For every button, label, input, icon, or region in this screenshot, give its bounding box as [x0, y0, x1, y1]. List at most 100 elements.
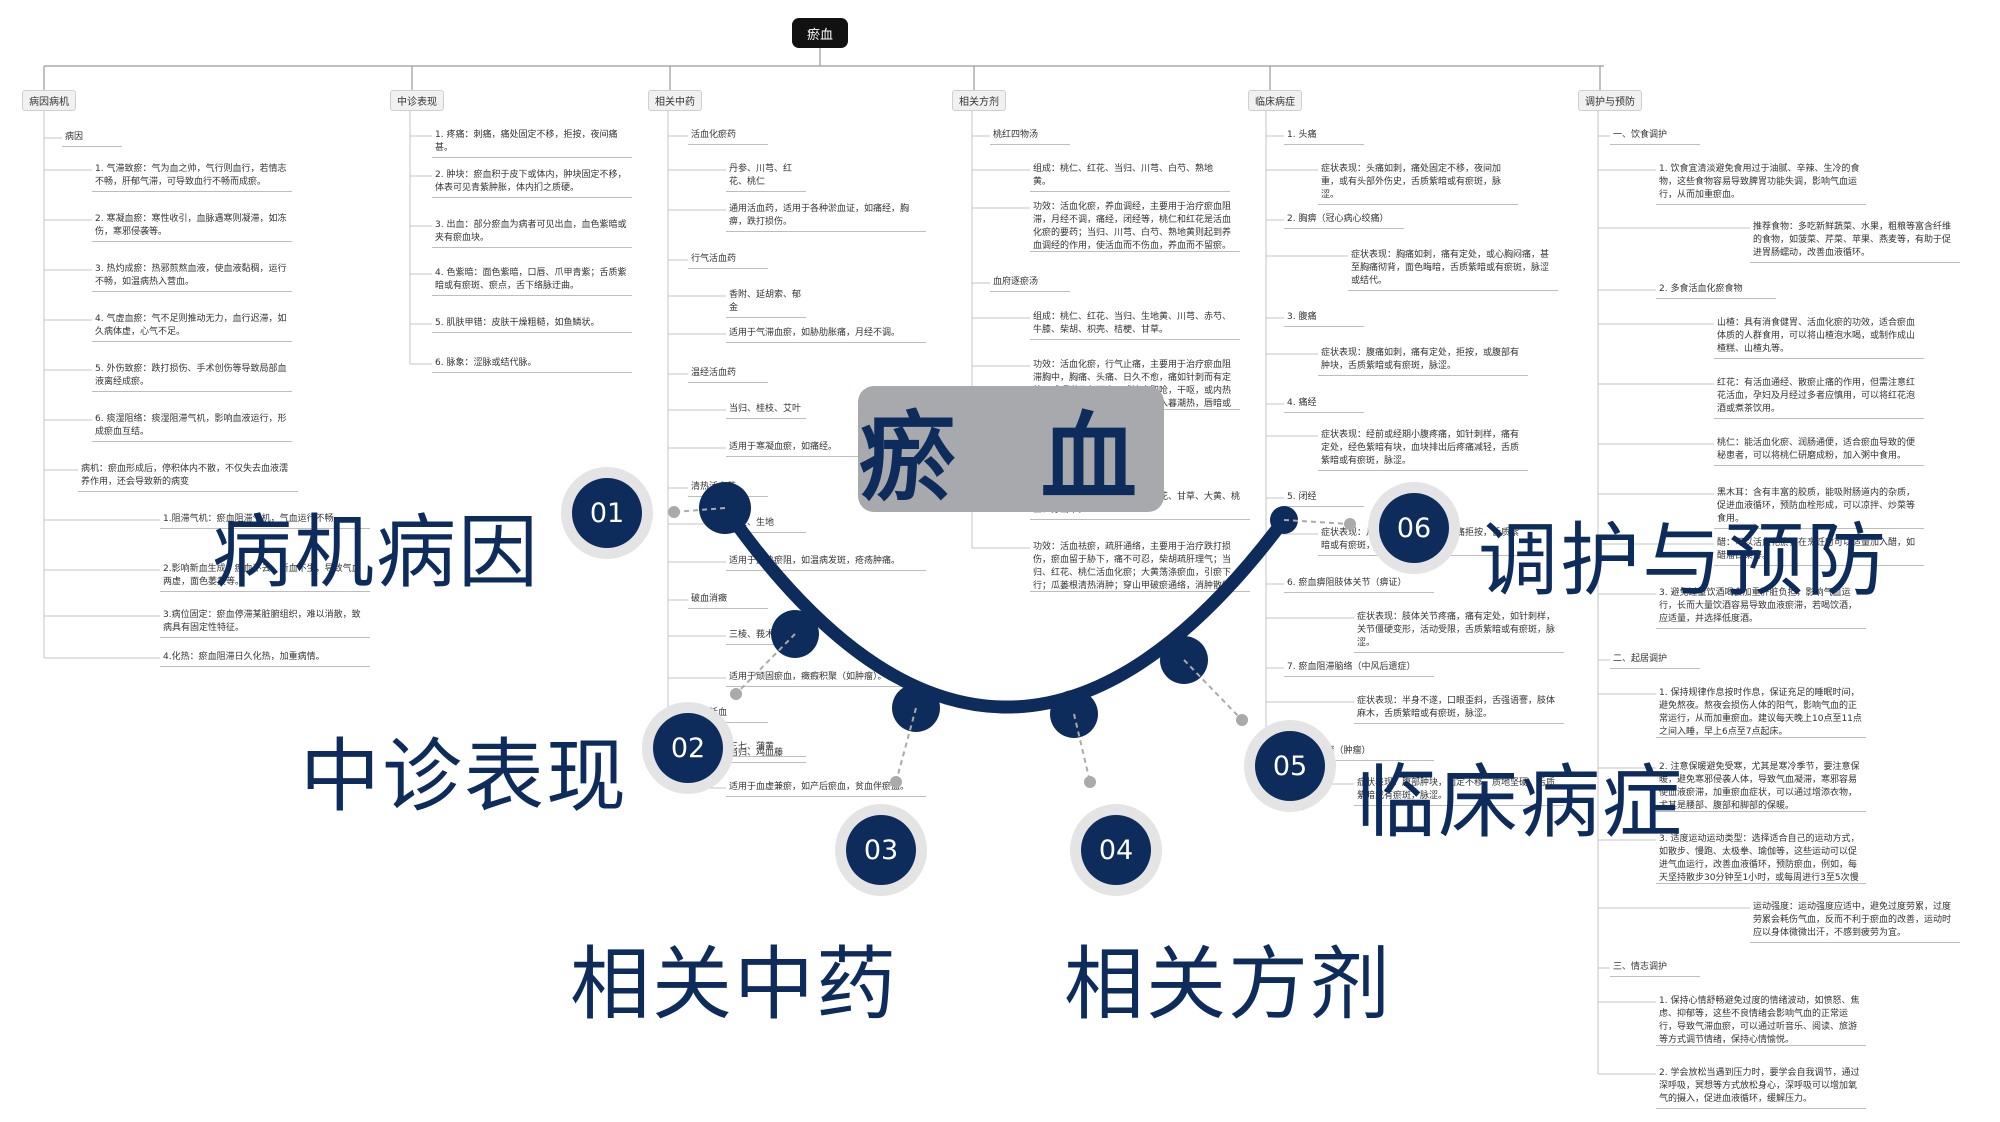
mindmap-node[interactable]: 3. 热灼成瘀：热邪煎熬血液，使血液黏稠，运行不畅，如温病热入营血。: [92, 262, 292, 292]
mindmap-node[interactable]: 3. 腹痛: [1284, 310, 1364, 327]
mindmap-node[interactable]: 破血消癥: [688, 592, 768, 609]
mindmap-node[interactable]: 组成：桃仁、红花、当归、川芎、白芍、熟地黄。: [1030, 162, 1230, 192]
mindmap-node[interactable]: 2. 胸痹（冠心病心绞痛）: [1284, 212, 1404, 229]
mindmap-node[interactable]: 1. 头痛: [1284, 128, 1364, 145]
step-label-06: 调护与预防: [1478, 514, 1888, 607]
mindmap-node[interactable]: 2.影响新血生成：瘀血不去，新血不生，导致气血两虚，面色萎黄等。: [160, 562, 370, 592]
mindmap-node[interactable]: 适用于血热瘀阻，如温病发斑，疮疡肿痛。: [726, 554, 926, 571]
mindmap-node[interactable]: 2. 肿块：瘀血积于皮下或体内，肿块固定不移，体表可见青紫肿胀，体内扪之质硬。: [432, 168, 632, 198]
mindmap-node[interactable]: 症状表现：腹部肿块，固定不移，质地坚硬，舌质紫暗或有瘀斑，脉涩。: [1354, 776, 1564, 806]
mindmap-node[interactable]: 桃仁：能活血化瘀、润肠通便，适合瘀血导致的便秘患者，可以将桃仁研磨成粉，加入粥中…: [1714, 436, 1924, 466]
mindmap-node[interactable]: 3. 适度运动运动类型：选择适合自己的运动方式，如散步、慢跑、太极拳、瑜伽等，这…: [1656, 832, 1866, 884]
leader-dot: [1084, 776, 1096, 788]
leader-dot: [730, 688, 742, 700]
mindmap-node[interactable]: 1. 气滞致瘀：气为血之帅，气行则血行，若情志不畅，肝郁气滞，可导致血行不畅而成…: [92, 162, 292, 192]
mindmap-node[interactable]: 2. 多食活血化瘀食物: [1656, 282, 1776, 299]
mindmap-node[interactable]: 2. 学会放松当遇到压力时，要学会自我调节，通过深呼吸，冥想等方式放松身心，深呼…: [1656, 1066, 1866, 1109]
mindmap-node[interactable]: 三、情志调护: [1610, 960, 1700, 977]
mindmap-node[interactable]: 活血化瘀药: [688, 128, 768, 145]
mindmap-node[interactable]: 山楂：具有消食健胃、活血化瘀的功效，适合瘀血体质的人群食用，可以将山楂泡水喝，或…: [1714, 316, 1924, 359]
step-number-01: 01: [561, 467, 653, 559]
mindmap-node[interactable]: 通用活血药，适用于各种淤血证，如痛经，胸痹，跌打损伤。: [726, 202, 926, 232]
mindmap-node[interactable]: 6. 痰湿阻络：痰湿阻滞气机，影响血液运行，形成瘀血互结。: [92, 412, 292, 442]
mindmap-branch-6[interactable]: 调护与预防: [1578, 90, 1642, 111]
mindmap-node[interactable]: 4. 色紫暗：面色紫暗，口唇、爪甲青紫；舌质紫暗或有瘀斑、瘀点，舌下络脉迂曲。: [432, 266, 632, 296]
center-title-box: 瘀 血: [858, 386, 1164, 514]
mindmap-node[interactable]: 适用于寒凝血瘀，如痛经。: [726, 440, 926, 457]
mindmap-node[interactable]: 三棱、莪术: [726, 628, 806, 645]
mindmap-node[interactable]: 5. 闭经: [1284, 490, 1364, 507]
mindmap-node[interactable]: 症状表现：胸痛如刺，痛有定处，或心胸闷痛，甚至胸痛彻背，面色晦暗，舌质紫暗或有瘀…: [1348, 248, 1558, 291]
mindmap-node[interactable]: 4. 痛经: [1284, 396, 1364, 413]
mindmap-node[interactable]: 三七、蒲黄: [726, 740, 806, 757]
mindmap-node[interactable]: 行气活血药: [688, 252, 768, 269]
mindmap-node[interactable]: 香附、延胡索、郁金: [726, 288, 806, 318]
mindmap-node[interactable]: 病机：瘀血形成后，停积体内不散，不仅失去血液濡养作用，还会导致新的病变: [78, 462, 298, 492]
mindmap-node[interactable]: 3. 避免过量饮酒喝会加重肝脏负担，影响气血运行，长而大量饮酒容易导致血液瘀滞，…: [1656, 586, 1866, 629]
mindmap-node[interactable]: 7. 瘀血阻滞脑络（中风后遗症）: [1284, 660, 1434, 677]
mindmap-node[interactable]: 温经活血药: [688, 366, 768, 383]
mindmap-node[interactable]: 醋：可以活血化瘀，在烹饪时可以适量加入醋，如醋溜白菜等。: [1714, 536, 1924, 566]
mindmap-node[interactable]: 适用于顽固瘀血，癥瘕积聚（如肿瘤）。: [726, 670, 926, 687]
mindmap-node[interactable]: 1. 保持规律作息按时作息，保证充足的睡眠时间，避免熬夜。熬夜会损伤人体的阳气，…: [1656, 686, 1866, 738]
mindmap-node[interactable]: 一、饮食调护: [1610, 128, 1700, 145]
mindmap-node[interactable]: 6. 瘀血痹阻肢体关节（痹证）: [1284, 576, 1434, 593]
mindmap-node[interactable]: 适用于血虚兼瘀，如产后瘀血，贫血伴瘀血。: [726, 780, 926, 797]
mindmap-node[interactable]: 红花：有活血通经、散瘀止痛的作用，但需注意红花活血，孕妇及月经过多者应慎用，可以…: [1714, 376, 1924, 419]
mindmap-node[interactable]: 2. 注意保暖避免受寒，尤其是寒冷季节，要注意保暖，避免寒邪侵袭人体，导致气血凝…: [1656, 760, 1866, 812]
mindmap-node[interactable]: 症状表现：头痛如刺，痛处固定不移，夜间加重，或有头部外伤史，舌质紫暗或有瘀斑，脉…: [1318, 162, 1518, 205]
step-label-02: 中诊表现: [300, 730, 628, 823]
arc-path: [718, 501, 1291, 714]
step-label-04: 相关方剂: [1064, 938, 1392, 1031]
mindmap-node[interactable]: 1.阻滞气机：瘀血阻滞气机，气血运行不畅。: [160, 512, 370, 529]
step-number-text: 06: [1379, 493, 1449, 563]
leader-dot: [890, 776, 902, 788]
mindmap-node[interactable]: 推荐食物：多吃新鲜蔬菜、水果，粗粮等富含纤维的食物，如菠菜、芹菜、苹果、燕麦等，…: [1750, 220, 1960, 263]
mindmap-branch-1[interactable]: 病因病机: [22, 90, 76, 111]
mindmap-node[interactable]: 病因: [62, 130, 122, 147]
mindmap-node[interactable]: 1. 饮食宜清淡避免食用过于油腻、辛辣、生冷的食物，这些食物容易导致脾胃功能失调…: [1656, 162, 1866, 205]
mindmap-node[interactable]: 5. 外伤致瘀：跌打损伤、手术创伤等导致局部血液离经成瘀。: [92, 362, 292, 392]
leader-line: [1183, 659, 1243, 721]
step-number-05: 05: [1244, 720, 1336, 812]
step-number-text: 02: [653, 713, 723, 783]
mindmap-node[interactable]: 4.化热：瘀血阻滞日久化热，加重病情。: [160, 650, 370, 667]
mindmap-branch-3[interactable]: 相关中药: [648, 90, 702, 111]
mindmap-node[interactable]: 血府逐瘀汤: [990, 275, 1070, 292]
mindmap-node[interactable]: 当归、桂枝、艾叶: [726, 402, 806, 419]
mindmap-node[interactable]: 功效：活血祛瘀，疏肝通络，主要用于治疗跌打损伤，瘀血留于胁下，痛不可忍，柴胡疏肝…: [1030, 540, 1250, 592]
mindmap-node[interactable]: 2. 寒凝血瘀：寒性收引，血脉遇寒则凝滞，如冻伤，寒邪侵袭等。: [92, 212, 292, 242]
mindmap-node[interactable]: 黑木耳：含有丰富的胶质，能吸附肠道内的杂质，促进血液循环，预防血栓形成，可以凉拌…: [1714, 486, 1924, 529]
step-number-03: 03: [835, 804, 927, 896]
mindmap-node[interactable]: 4. 气虚血瘀：气不足则推动无力，血行迟滞，如久病体虚，心气不足。: [92, 312, 292, 342]
mindmap-node[interactable]: 丹皮、生地: [726, 516, 806, 533]
mindmap-node[interactable]: 1. 保持心情舒畅避免过度的情绪波动，如愤怒、焦虑、抑郁等，这些不良情绪会影响气…: [1656, 994, 1866, 1046]
mindmap-node[interactable]: 6. 脉象：涩脉或结代脉。: [432, 356, 632, 373]
mindmap-node[interactable]: 5. 肌肤甲错：皮肤干燥粗糙，如鱼鳞状。: [432, 316, 632, 333]
leader-dot: [1236, 714, 1248, 726]
mindmap-branch-4[interactable]: 相关方剂: [952, 90, 1006, 111]
leader-dot: [1344, 518, 1356, 530]
mindmap-node[interactable]: 症状表现：肢体关节疼痛，痛有定处，如针刺样，关节僵硬变形，活动受限，舌质紫暗或有…: [1354, 610, 1564, 653]
mindmap-node[interactable]: 3.病位固定：瘀血停滞某脏腑组织，难以消散，致病具有固定性特征。: [160, 608, 370, 638]
mindmap-node[interactable]: 组成：桃仁、红花、当归、生地黄、川芎、赤芍、牛膝、柴胡、枳壳、桔梗、甘草。: [1030, 310, 1240, 340]
mindmap-node[interactable]: 症状表现：经前或经期小腹疼痛，如针刺样，痛有定处，经色紫暗有块，血块排出后疼痛减…: [1318, 428, 1528, 471]
mindmap-node[interactable]: 症状表现：腹痛如刺，痛有定处，拒按，或腹部有肿块，舌质紫暗或有瘀斑，脉涩。: [1318, 346, 1528, 376]
mindmap-node[interactable]: 1. 疼痛：刺痛，痛处固定不移，拒按，夜间痛甚。: [432, 128, 632, 158]
mindmap-node[interactable]: 症状表现：半身不遂，口眼歪斜，舌强语謇，肢体麻木，舌质紫暗或有瘀斑，脉涩。: [1354, 694, 1564, 724]
mindmap-node[interactable]: 桃红四物汤: [990, 128, 1070, 145]
mindmap-node[interactable]: 适用于气滞血瘀，如胁肋胀痛，月经不调。: [726, 326, 926, 343]
mindmap-node[interactable]: 当归、鸡血藤: [726, 746, 806, 763]
center-title: 瘀 血: [859, 400, 1163, 514]
step-label-01: 病机病因: [212, 506, 540, 599]
mindmap-root-node[interactable]: 瘀血: [792, 18, 848, 48]
mindmap-branch-2[interactable]: 中诊表现: [390, 90, 444, 111]
step-number-text: 04: [1081, 815, 1151, 885]
mindmap-branch-5[interactable]: 临床病症: [1248, 90, 1302, 111]
mindmap-node[interactable]: 功效：活血化瘀，养血调经，主要用于治疗瘀血阻滞，月经不调，痛经，闭经等，桃仁和红…: [1030, 200, 1240, 252]
mindmap-node[interactable]: 3. 出血：部分瘀血为病者可见出血，血色紫暗或夹有瘀血块。: [432, 218, 632, 248]
mindmap-node[interactable]: 二、起居调护: [1610, 652, 1700, 669]
mindmap-node[interactable]: 丹参、川芎、红花、桃仁: [726, 162, 806, 192]
mindmap-node[interactable]: 运动强度：运动强度应适中，避免过度劳累，过度劳累会耗伤气血，反而不利于瘀血的改善…: [1750, 900, 1960, 943]
